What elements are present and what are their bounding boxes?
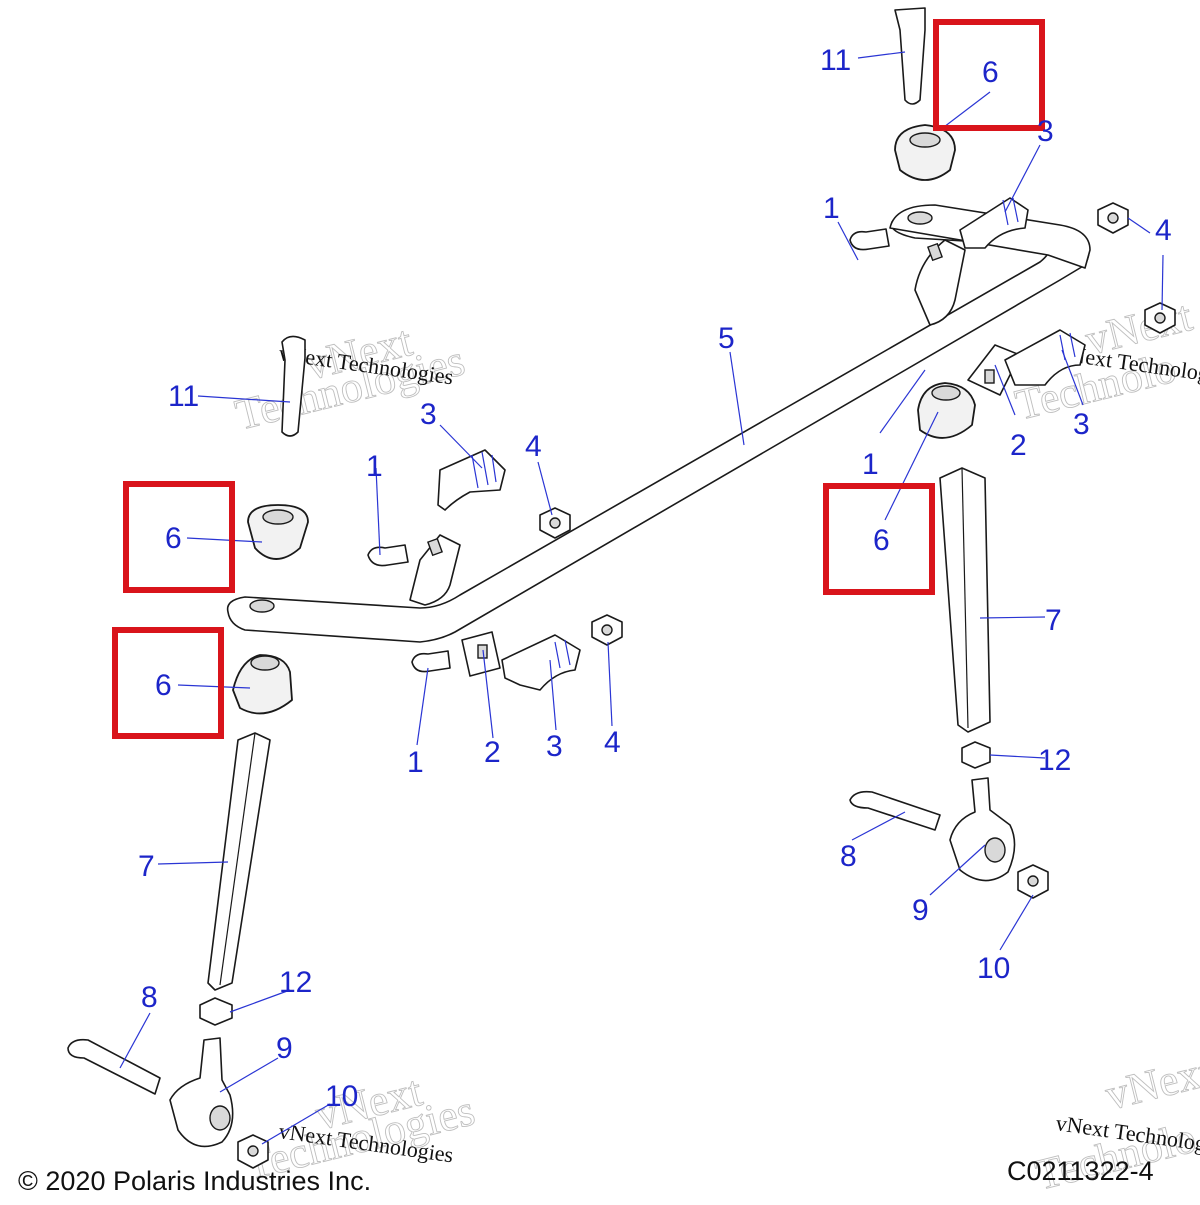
bolt-small-upper-right — [849, 228, 890, 251]
callout-3-right: 3 — [1073, 408, 1090, 441]
callout-4-bottom: 4 — [604, 726, 621, 759]
clamp-upper-right — [914, 239, 966, 326]
callout-2-right: 2 — [1010, 429, 1027, 462]
grommet-left-lower — [232, 654, 293, 715]
ball-joint-left — [169, 1037, 234, 1148]
clamp-right — [967, 344, 1021, 396]
callout-9-left: 9 — [276, 1032, 293, 1065]
callout-6-right: 6 — [873, 524, 890, 557]
link-rod-right — [939, 467, 991, 733]
nut-mid — [539, 507, 571, 539]
mount-bolt-left — [281, 335, 306, 437]
callout-9-right: 9 — [912, 894, 929, 927]
callout-1-mid: 1 — [366, 450, 383, 483]
lock-nut-right — [1017, 864, 1049, 899]
highlight-boxes — [112, 19, 1045, 739]
watermark-big-top: vNext — [1101, 1046, 1200, 1120]
clamp-bottom — [461, 631, 501, 677]
grommet-left-upper — [247, 504, 309, 560]
callout-6-left-upper: 6 — [165, 522, 182, 555]
jam-nut-right — [961, 741, 991, 769]
bolt-small-mid — [367, 544, 409, 567]
highlight-box-left-upper — [123, 481, 235, 593]
bolt-long-left — [67, 1038, 161, 1095]
callout-labels: 11 6 3 1 4 11 3 4 1 5 3 2 1 6 6 6 7 1 2 … — [138, 44, 1172, 1113]
callout-7-left: 7 — [138, 850, 155, 883]
mount-bolt-top — [894, 7, 926, 105]
nut-right-lower — [1144, 302, 1176, 334]
clamp-left — [409, 534, 461, 606]
bolt-long-right — [849, 790, 941, 831]
leader-lines — [119, 51, 1164, 1145]
callout-10-right: 10 — [977, 952, 1010, 985]
highlight-box-top — [933, 19, 1045, 131]
callout-11-left: 11 — [168, 380, 199, 413]
link-rod-left — [207, 732, 271, 991]
callout-11-top: 11 — [820, 44, 851, 77]
callout-7-right: 7 — [1045, 604, 1062, 637]
jam-nut-left — [199, 997, 233, 1026]
callout-10-left: 10 — [325, 1080, 358, 1113]
highlight-box-left-lower — [112, 627, 224, 739]
nut-bottom — [591, 614, 623, 646]
callout-1-right: 1 — [862, 448, 879, 481]
bushing-mid — [437, 449, 506, 511]
callout-12-right: 12 — [1038, 744, 1071, 777]
lock-nut-left — [237, 1134, 269, 1169]
callout-8-right: 8 — [840, 840, 857, 873]
callout-4-mid: 4 — [525, 430, 542, 463]
callout-3-top: 3 — [1037, 115, 1054, 148]
grommet-right — [917, 382, 976, 439]
callout-8-left: 8 — [141, 981, 158, 1014]
copyright-text: © 2020 Polaris Industries Inc. — [18, 1166, 371, 1196]
callout-3-bottom: 3 — [546, 730, 563, 763]
callout-12-left: 12 — [279, 966, 312, 999]
callout-5: 5 — [718, 322, 735, 355]
callout-4-right: 4 — [1155, 214, 1172, 247]
callout-1-bottom: 1 — [407, 746, 424, 779]
grommet-top — [894, 124, 956, 181]
highlight-box-right — [823, 483, 935, 595]
nut-right-top — [1097, 202, 1129, 234]
callout-1-upper-right: 1 — [823, 192, 840, 225]
bar-eye-left — [249, 599, 275, 613]
bolt-small-bottom — [411, 650, 451, 673]
part-code: C0211322-4 — [1007, 1156, 1154, 1186]
bushing-top-right — [959, 197, 1029, 249]
bar-eye-right — [907, 211, 933, 225]
ball-joint-right — [949, 777, 1016, 882]
callout-6-left-lower: 6 — [155, 669, 172, 702]
callout-2-bottom: 2 — [484, 736, 501, 769]
callout-3-mid: 3 — [420, 398, 437, 431]
callout-6-top: 6 — [982, 56, 999, 89]
bushing-bottom — [501, 634, 581, 691]
